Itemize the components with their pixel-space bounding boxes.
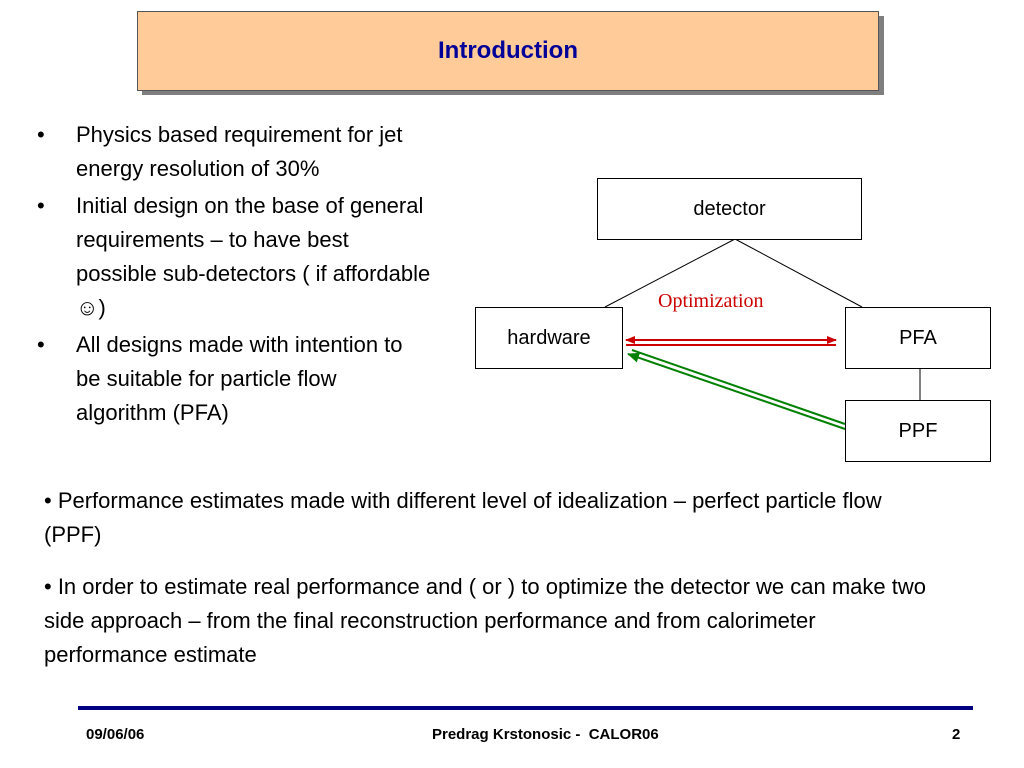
paragraph-approach: • In order to estimate real performance …: [44, 574, 926, 667]
tree-line-right: [734, 238, 863, 308]
bullet-dot: •: [37, 122, 45, 147]
ppf-arrow-a: [631, 349, 846, 425]
footer-page-number: 2: [952, 726, 961, 743]
pfa-label: PFA: [899, 326, 937, 349]
footer-date: 09/06/06: [86, 726, 145, 743]
left-bullet-list: • Physics based requirement for jet ener…: [32, 118, 432, 433]
bullet-text: All designs made with intention to be su…: [76, 332, 403, 425]
pfa-node: PFA: [845, 307, 991, 369]
ppf-node: PPF: [845, 400, 991, 462]
bullet-item: • Initial design on the base of general …: [32, 189, 432, 325]
ppf-label: PPF: [898, 419, 938, 442]
paragraph-performance: • Performance estimates made with differ…: [44, 488, 882, 547]
footer-divider: [78, 706, 973, 710]
detector-node: detector: [597, 178, 862, 240]
detector-label: detector: [693, 197, 766, 220]
ppf-arrow-b: [627, 352, 846, 430]
bullet-text: Initial design on the base of general re…: [76, 193, 431, 320]
bullet-text: Physics based requirement for jet energy…: [76, 122, 403, 181]
optimization-label: Optimization: [658, 290, 764, 312]
slide-title: Introduction: [438, 37, 578, 64]
bullet-item: • All designs made with intention to be …: [32, 328, 432, 430]
bullet-dot: •: [37, 332, 45, 357]
hardware-label: hardware: [507, 326, 591, 349]
bullet-dot: •: [37, 193, 45, 218]
bullet-item: • Physics based requirement for jet ener…: [32, 118, 432, 186]
title-box: Introduction: [137, 11, 879, 91]
hardware-node: hardware: [475, 307, 623, 369]
tree-line-left: [604, 238, 736, 308]
footer-author: Predrag Krstonosic - CALOR06: [432, 726, 659, 743]
